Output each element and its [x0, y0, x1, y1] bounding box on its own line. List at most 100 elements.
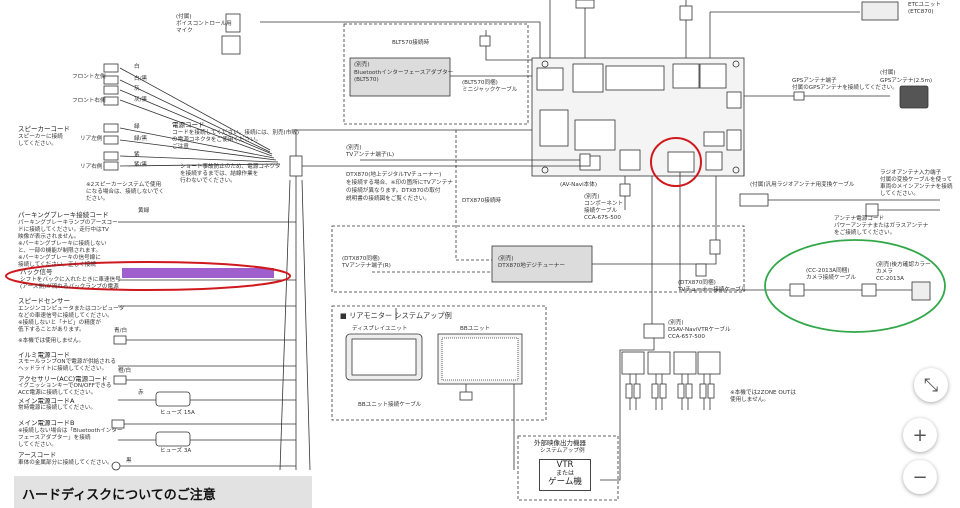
batt-a-title: メイン電源コードA [18, 397, 75, 405]
rear-bb-cable: BBユニット接続ケーブル [358, 402, 422, 408]
parking-d3: 映像が表示されません。 [18, 234, 80, 240]
antenna-power-1: アンテナ電源コード [834, 216, 885, 222]
blue-white-color: 青/白 [114, 328, 128, 334]
component-l1: コンポーネント [584, 201, 624, 207]
radio-terminal-2: 付属の変換ケーブルを使って [880, 177, 953, 183]
acc-color: 赤 [138, 390, 144, 396]
power-desc-2: の電源コネクタをご使用ください。 [172, 137, 262, 143]
bt-sep: (別売) [354, 62, 370, 68]
power-warn-3: 行わないでください。 [180, 178, 236, 184]
minus-icon: − [912, 466, 928, 488]
speaker-note-2: になる場合は、接続しないでく [86, 189, 165, 195]
dtx-cable-l1: (DTX870同梱) [678, 280, 716, 286]
speed-title: スピードセンサー [18, 297, 70, 305]
rear-display-label: ディスプレイユニット [352, 326, 408, 332]
gps-antenna: GPSアンテナ(2.5m) [880, 78, 933, 84]
radio-terminal-3: 車両のメインアンテナを接続 [880, 184, 953, 190]
camera-l4: カメラ [876, 269, 893, 275]
speaker-note-3: ださい。 [86, 196, 109, 202]
parking-color: 黄緑 [138, 208, 150, 214]
wire-white: 白 [134, 64, 140, 70]
zoom-out-button[interactable]: − [903, 460, 937, 494]
parking-d4: ※パーキングブレーキに接続しない [18, 241, 107, 247]
antenna-power-2: パワーアンテナまたはガラスアンテナ [834, 223, 929, 229]
mic-label-2: マイク [176, 28, 193, 34]
av-note-2: 使用しません。 [730, 397, 769, 403]
batt-b-d1: ※接続しない場合は「Bluetoothインター [18, 428, 123, 434]
dtx-tuner-tag: (別売) [498, 256, 514, 262]
speed-d2: などの車速信号に接続してください。 [18, 313, 113, 319]
speed-d3: ※接続しないと「ナビ」の精度が [18, 320, 101, 326]
dtx-tv-term-1: (DTX870同梱) [342, 256, 380, 262]
speaker-rear-left: リア左側 [80, 136, 103, 142]
dtx-note-4: 説明書の接続図をご覧ください。 [346, 196, 430, 202]
power-desc-3: ご注意 [172, 144, 189, 150]
back-title: バック信号 [20, 268, 53, 276]
illum-d1: スモールランプONで電源が供給される [18, 359, 116, 365]
antenna-power-3: をご接続してください。 [834, 230, 896, 236]
red-highlight-circle-left [5, 261, 291, 291]
footer-bar [14, 476, 312, 508]
minijack-label-2: ミニジャックケーブル [462, 87, 518, 93]
footer-title: ハードディスクについてのご注意 [22, 488, 216, 503]
back-d2: (アース側)が流れるバックランプの電源 [20, 284, 119, 290]
parking-d2: ドに接続してください。走行中はTV [18, 227, 109, 233]
batt-b-d3: してください。 [18, 442, 57, 448]
green-highlight-circle-camera [764, 239, 946, 333]
etc-label-1: ETCユニット [908, 2, 941, 8]
vtr-label-1: VTR [556, 460, 574, 470]
dtx-note-1: DTX870(地上デジタルTVチューナー) [346, 172, 442, 178]
batt-b-title: メイン電源コードB [18, 419, 75, 427]
speaker-title: スピーカーコード [18, 125, 70, 133]
bt-conn-label: BLT570接続時 [392, 40, 430, 46]
parking-d7: 接続してください。正しく接続 [18, 262, 96, 268]
dtx-conn-label: DTX870接続時 [462, 198, 502, 204]
radio-label: (付属)汎用ラジオアンテナ用変換ケーブル [750, 182, 855, 188]
speaker-note-1: ※2スピーカーシステムで使用 [86, 182, 162, 188]
wire-gray: 灰 [134, 86, 140, 92]
back-d1: シフトをバックに入れたときに車速信号 [20, 277, 121, 283]
fuse-3a: ヒューズ 3A [160, 448, 192, 454]
camera-l5: CC-2013A [876, 276, 904, 282]
av-cable-l1: DSAV-NaviVTRケーブル [668, 327, 731, 333]
tv-terminal-label: TVアンテナ端子(L) [346, 152, 395, 158]
wire-green-black: 緑/黒 [134, 136, 148, 142]
mic-label-1: ボイスコントロール用 [176, 21, 232, 27]
power-warn-2: を接続するまでは、結線作業を [180, 171, 259, 177]
ground-title: アースコード [18, 451, 57, 459]
parking-d1: パーキングブレーキランプのアースコー [18, 220, 118, 226]
vtr-label-3: ゲーム機 [548, 477, 582, 487]
dtx-tuner-label: DTX870地デジチューナー [498, 263, 565, 269]
fuse-15a: ヒューズ 15A [160, 410, 195, 416]
zoom-in-button[interactable]: + [903, 418, 937, 452]
speaker-rear-right: リア右側 [80, 164, 103, 170]
component-l2: 接続ケーブル [584, 208, 618, 214]
av-cable-l2: CCA-657-500 [668, 334, 705, 340]
main-unit-label: (AV-Navi本体) [560, 182, 598, 188]
wire-gray-black: 灰/黒 [134, 97, 148, 103]
av-note-1: ※本機では2ZONE OUTは [730, 390, 796, 396]
mic-tag: (付属) [176, 14, 192, 20]
speed-d4: 低下することがあります。 [18, 327, 85, 333]
illum-d2: ヘッドライトに接続してください。 [18, 366, 108, 372]
vtr-label-2: または [555, 470, 574, 477]
component-l3: CCA-675-500 [584, 215, 621, 221]
illum-color: 橙/白 [118, 368, 132, 374]
speaker-front-left: フロント左側 [72, 74, 106, 80]
acc-d1: イグニッションキーでON/OFFできる [18, 383, 112, 389]
etc-label-2: (ETC870) [908, 9, 934, 15]
speaker-front-right: フロント右側 [72, 98, 106, 104]
tv-terminal-tag: (別売) [346, 145, 362, 151]
fullscreen-button[interactable]: ⤡ [914, 368, 948, 402]
radio-terminal-1: ラジオアンテナ入力端子 [880, 170, 942, 176]
plus-icon: + [912, 424, 928, 446]
bt-name-2: (BLT570) [354, 77, 379, 83]
ext-output-sub: システムアップ例 [540, 448, 585, 454]
not-used-note: ※本機では使用しません。 [18, 338, 85, 344]
speaker-desc-1: スピーカーに接続 [18, 134, 63, 140]
dtx-note-3: の接続が異なります。DTX870の取付 [346, 188, 441, 194]
power-title: 電源コード [172, 121, 205, 129]
dtx-tuner-box [491, 245, 593, 283]
wire-purple-black: 紫/黒 [134, 162, 148, 168]
